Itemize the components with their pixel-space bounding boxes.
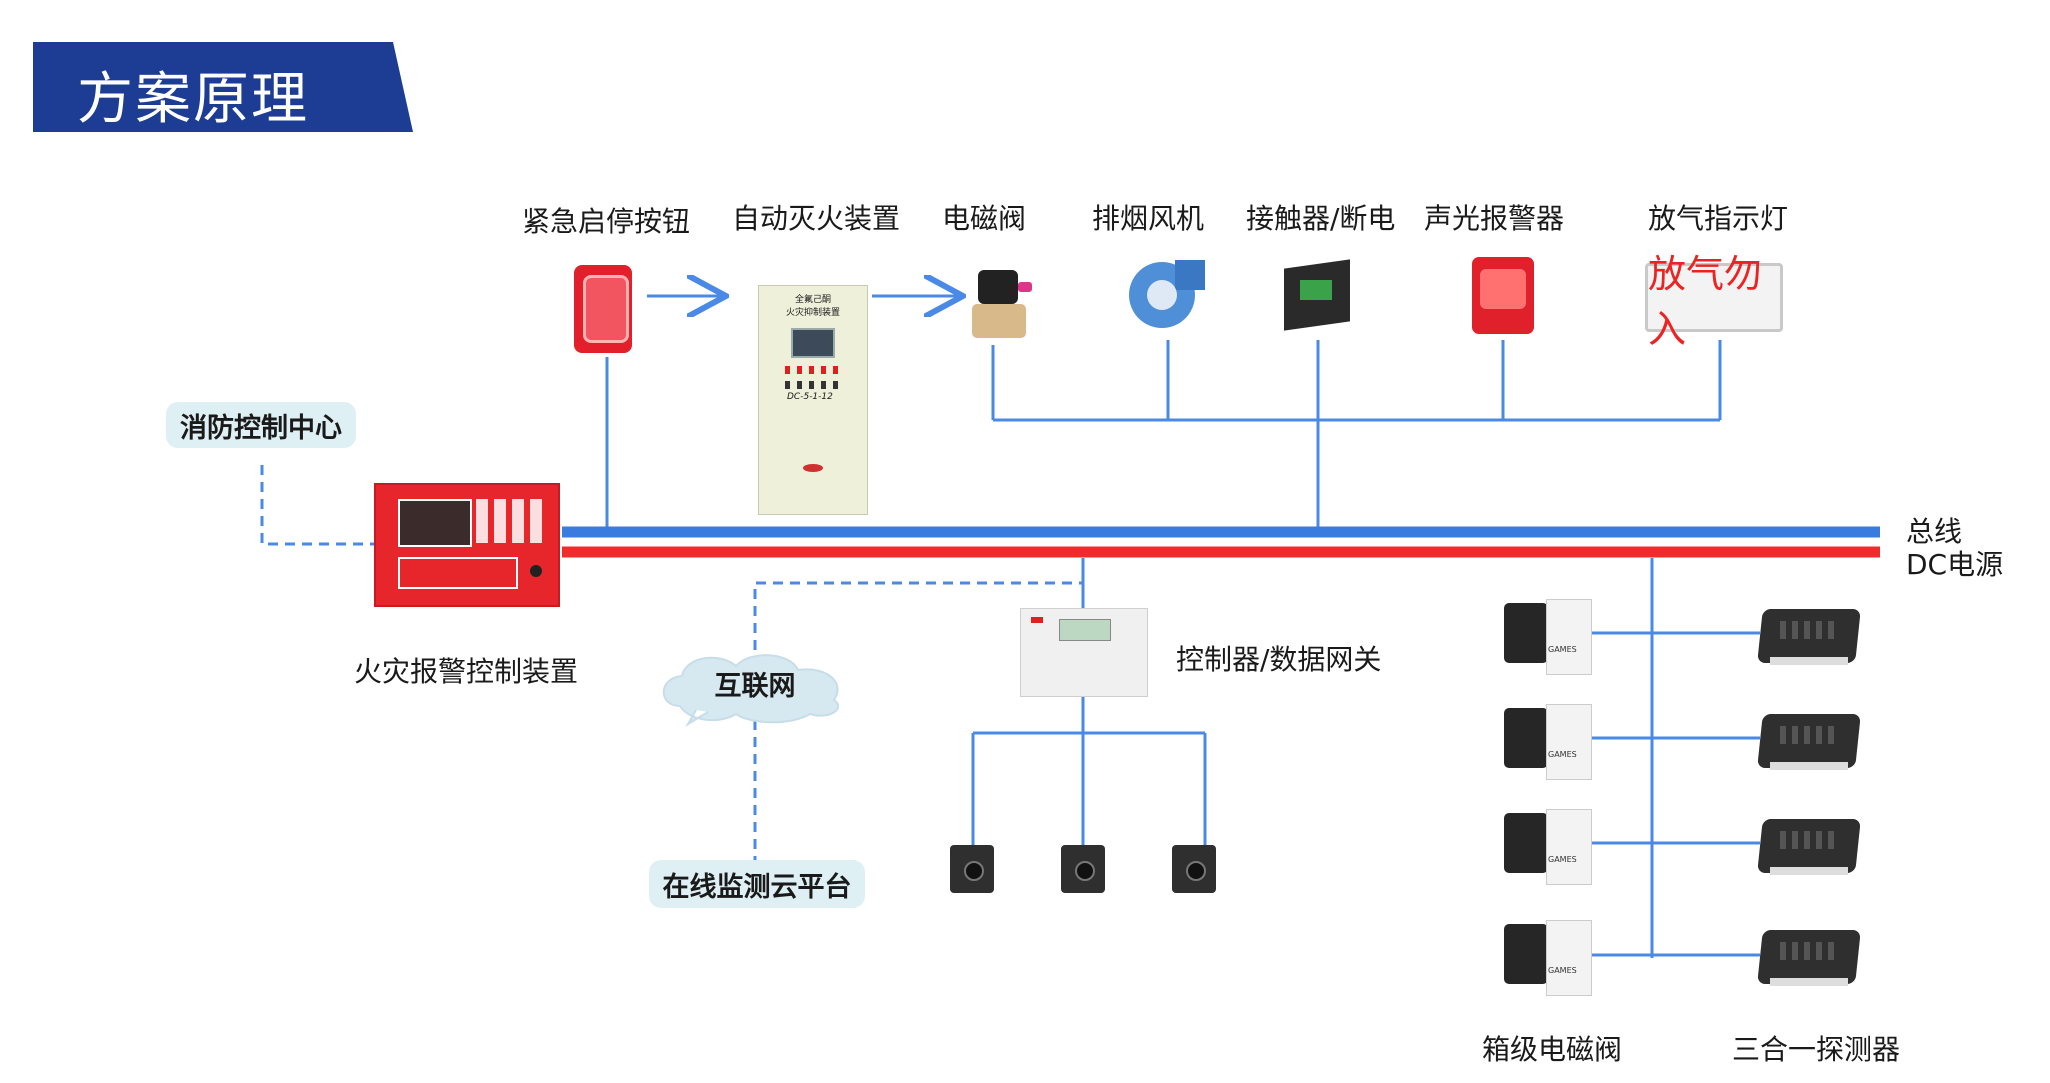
panel-screen [398,499,472,547]
detector-icon [1757,809,1861,879]
cabinet-logo-icon [803,464,823,472]
label-contactor: 接触器/断电 [1246,202,1396,235]
section-title: 方案原理 [77,67,309,132]
smoke-fan-device [1125,256,1205,336]
cabinet-line1: 全氟己酮 [794,295,831,305]
dashed-internet-to-bus [753,581,1083,650]
emergency-button-device [574,265,632,353]
cabinet-model: DC-5-1-12 [787,392,833,402]
label-internet: 互联网 [714,671,796,702]
release-light-sign: 放气勿入 [1648,251,1763,351]
label-emergency-button: 紧急启停按钮 [522,205,691,238]
section-header: 方案原理 [33,42,413,132]
detector-icon [1757,704,1861,774]
dashed-center-to-panel [260,465,374,546]
box-valve-icon: GAMES [1502,702,1592,780]
label-gateway: 控制器/数据网关 [1176,643,1382,676]
cloud-platform-pill: 在线监测云平台 [649,860,865,908]
label-alarm: 声光报警器 [1424,202,1565,235]
detector-icon [1757,599,1861,669]
button-cover-icon [583,275,629,343]
label-smoke-fan: 排烟风机 [1092,202,1205,235]
gateway-screen [1059,619,1111,641]
sensor-icon-1 [950,845,994,893]
gateway-device [1020,608,1148,697]
alarm-device [1472,257,1534,334]
valve-brand: GAMES [1548,855,1577,864]
fire-alarm-panel [374,483,560,607]
valve-brand: GAMES [1548,750,1577,759]
label-detector: 三合一探测器 [1732,1033,1901,1066]
box-valve-icon: GAMES [1502,597,1592,675]
cabinet-screen [791,328,835,358]
cabinet-indicators [785,366,845,374]
panel-key-icon [530,565,542,577]
control-center-label: 消防控制中心 [180,412,342,444]
label-release-light: 放气指示灯 [1648,202,1789,235]
detector-icon [1757,920,1861,990]
contactor-device [1278,256,1358,334]
box-valve-icon: GAMES [1502,918,1592,996]
panel-label-strip [398,557,518,589]
label-dc-power: DC电源 [1906,548,2004,581]
label-fire-panel: 火灾报警控制装置 [354,655,579,688]
cabinet-indicators-2 [785,381,845,389]
label-solenoid-valve: 电磁阀 [942,202,1027,235]
internet-cloud-icon [662,654,840,727]
gateway-indicator [1031,617,1043,623]
sensor-icon-2 [1061,845,1105,893]
label-auto-extinguisher: 自动灭火装置 [732,202,901,235]
valve-brand: GAMES [1548,966,1577,975]
control-center-pill: 消防控制中心 [166,402,356,448]
extinguisher-cabinet: 全氟己酮 火灾抑制装置 DC-5-1-12 [758,285,868,515]
release-light-device: 放气勿入 [1645,252,1783,351]
alarm-lamp-icon [1480,269,1526,309]
sensor-icon-3 [1172,845,1216,893]
solenoid-valve-device [968,268,1038,348]
label-bus: 总线 [1906,515,1963,548]
panel-keypad [476,499,546,543]
valve-brand: GAMES [1548,645,1577,654]
cabinet-line2: 火灾抑制装置 [785,308,840,318]
label-box-valve: 箱级电磁阀 [1482,1033,1623,1066]
cloud-platform-label: 在线监测云平台 [662,871,852,903]
box-valve-icon: GAMES [1502,807,1592,885]
